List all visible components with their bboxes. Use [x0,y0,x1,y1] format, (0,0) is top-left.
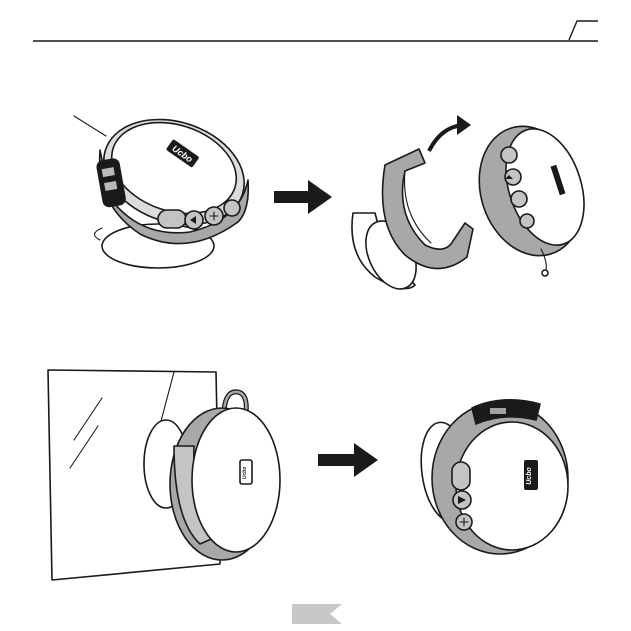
speaker-attached-illustration: Ucbo [412,388,582,568]
speaker-top-face [456,422,568,550]
logo-badge: Ucbo [240,460,252,484]
corner-mark-icon [560,18,600,42]
speaker-on-glass-illustration: Ucbo [40,360,280,590]
right-arrow-icon [318,443,380,477]
header-rule [0,0,631,50]
speaker-exploded-illustration [345,105,585,305]
speaker-top-face [192,408,280,552]
logo-badge: Ucbo [524,460,538,490]
logo-text: Ucbo [526,467,533,485]
pointer-line [74,116,106,136]
right-arrow-icon [274,180,334,214]
footer-tab [292,604,342,624]
speaker-mounted-illustration: Ucbo [70,110,260,280]
logo-text: Ucbo [242,467,248,480]
